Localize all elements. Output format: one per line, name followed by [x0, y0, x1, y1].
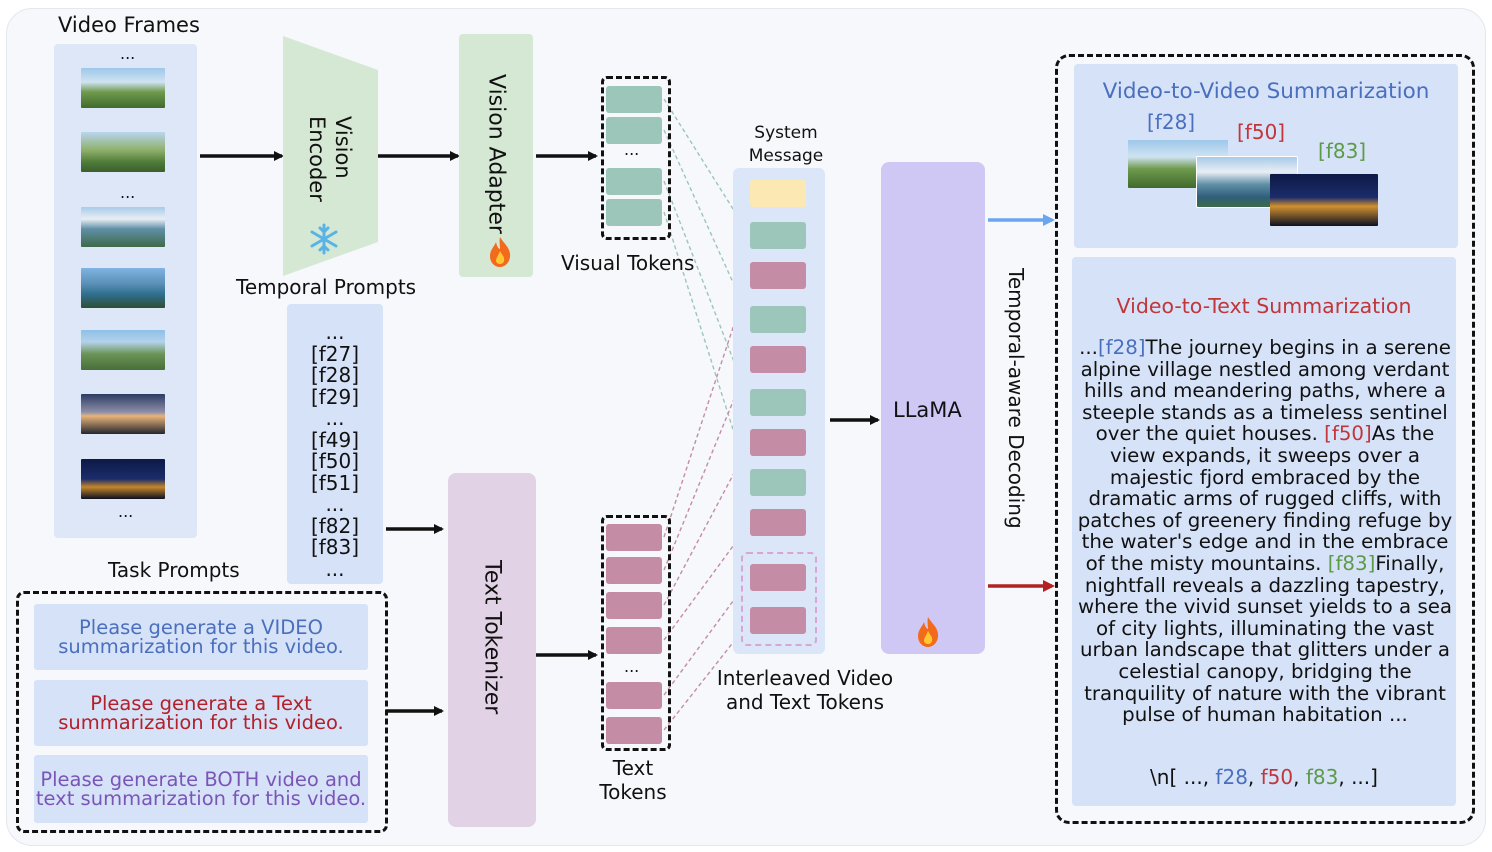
vision-adapter-block: [459, 34, 533, 277]
temporal-prompt-item: [f27]: [310, 341, 360, 366]
temporal-prompts-label: Temporal Prompts: [236, 275, 417, 299]
frame-thumbnail-valley: [81, 132, 165, 172]
temporal-prompt-item: ...: [325, 320, 345, 344]
vision-encoder-label: Vision Encoder: [305, 116, 355, 202]
summary-frame-tag: [f28]: [1097, 336, 1146, 359]
frame-thumbnail-sunset: [81, 394, 165, 434]
temporal-prompt-item: [f49]: [310, 427, 360, 452]
task-token-group: [741, 552, 817, 646]
frames-ellipsis-mid: ...: [120, 183, 136, 202]
summary-frame-index-line: \n[ ..., f28, f50, f83, ...]: [1150, 765, 1378, 789]
temporal-prompt-item: [f82]: [310, 513, 360, 538]
frames-ellipsis-bottom: ...: [118, 502, 134, 521]
text-token: [606, 524, 662, 551]
temporal-prompt-item: [f28]: [310, 363, 360, 387]
llama-label: LLaMA: [893, 398, 962, 422]
temporal-prompt-item: ...: [325, 406, 345, 430]
interleaved-text-token: [750, 262, 806, 289]
summary-frame-f83: [1270, 174, 1378, 226]
temporal-prompts-list: ... [f27] [f28] [f29] ... [f49] [f50] [f…: [287, 320, 383, 581]
summary-segment: As the view expands, it sweeps over a ma…: [1077, 422, 1453, 575]
interleaved-visual-token: [750, 389, 806, 416]
temporal-prompt-item: [f50]: [310, 449, 360, 473]
text-token: [606, 592, 662, 619]
visual-token: [606, 199, 662, 226]
task-prompt-token: [750, 607, 806, 634]
frame-tag-f83: [f83]: [1318, 139, 1367, 163]
temporal-prompts-box: [287, 304, 383, 584]
frame-tag-f28: [f28]: [1147, 110, 1196, 134]
text-token: [606, 682, 662, 709]
text-summary-panel: [1072, 257, 1456, 806]
fire-icon: [918, 617, 939, 647]
visual-token: [606, 117, 662, 144]
temporal-prompt-item: ...: [325, 556, 345, 581]
frames-ellipsis-top: ...: [120, 44, 136, 63]
snowflake-icon: [310, 223, 338, 255]
text-token: [606, 627, 662, 654]
interleaved-visual-token: [750, 306, 806, 333]
interleaved-text-token: [750, 509, 806, 536]
text-token: [606, 557, 662, 584]
frame-tag-f50: [f50]: [1237, 120, 1286, 144]
visual-tokens-group: [601, 76, 671, 240]
frame-thumbnail-river: [81, 330, 165, 370]
interleaved-text-token: [750, 346, 806, 373]
visual-token: [606, 168, 662, 195]
frame-thumbnail-night-city: [81, 459, 165, 499]
video-summary-title: Video-to-Video Summarization: [1102, 79, 1430, 104]
summary-segment: Finally, nightfall reveals a dazzling ta…: [1077, 551, 1453, 727]
summary-frame-tag: [f50]: [1324, 422, 1372, 446]
visual-tokens-label: Visual Tokens: [561, 251, 695, 275]
task-prompt-text: Please generate a Text summarization for…: [34, 680, 368, 746]
visual-token: [606, 86, 662, 113]
task-prompt-both: Please generate BOTH video and text summ…: [34, 755, 368, 823]
task-prompts-label: Task Prompts: [108, 558, 240, 582]
vision-encoder-block: [283, 36, 378, 276]
text-summary-title: Video-to-Text Summarization: [1116, 294, 1412, 318]
frame-thumbnail-fjord: [81, 207, 165, 247]
interleaved-text-token: [750, 429, 806, 456]
summary-segment: ...: [1079, 336, 1098, 359]
interleaved-visual-token: [750, 469, 806, 496]
interleaved-visual-token: [750, 222, 806, 249]
temporal-prompt-item: [f83]: [310, 535, 360, 559]
vision-adapter-label: Vision Adapter: [483, 74, 509, 234]
summary-segment: The journey begins in a serene alpine vi…: [1080, 336, 1451, 446]
text-tokens-label: Text Tokens: [599, 756, 667, 804]
temporal-prompt-item: [f51]: [310, 470, 360, 495]
video-frames-label: Video Frames: [58, 13, 200, 37]
fire-icon: [490, 237, 511, 267]
task-prompt-video: Please generate a VIDEO summarization fo…: [34, 604, 368, 670]
llama-block: [881, 162, 985, 654]
system-token: [750, 180, 806, 207]
text-summary-body: ...[f28]The journey begins in a serene a…: [1075, 337, 1455, 726]
interleaved-tokens-label: Interleaved Video and Text Tokens: [716, 666, 894, 714]
task-prompt-token: [750, 564, 806, 591]
text-tokens-group: [601, 515, 671, 751]
text-tokenizer-block: [448, 473, 536, 827]
temporal-prompt-item: ...: [325, 492, 345, 516]
outputs-group: [1055, 54, 1475, 824]
frame-thumbnail-lake: [81, 268, 165, 308]
text-token: [606, 717, 662, 744]
frame-thumbnail-village: [81, 68, 165, 108]
system-message-label: System Message: [748, 123, 824, 166]
text-tokens-ellipsis: ...: [624, 657, 640, 676]
summary-frame-tag: [f83]: [1327, 551, 1376, 575]
task-prompts-group: [16, 591, 388, 833]
temporal-prompt-item: [f29]: [310, 384, 360, 409]
text-tokenizer-label: Text Tokenizer: [479, 560, 505, 715]
visual-tokens-ellipsis: ...: [624, 140, 640, 159]
temporal-aware-decoding-label: Temporal-aware Decoding: [1004, 268, 1028, 529]
